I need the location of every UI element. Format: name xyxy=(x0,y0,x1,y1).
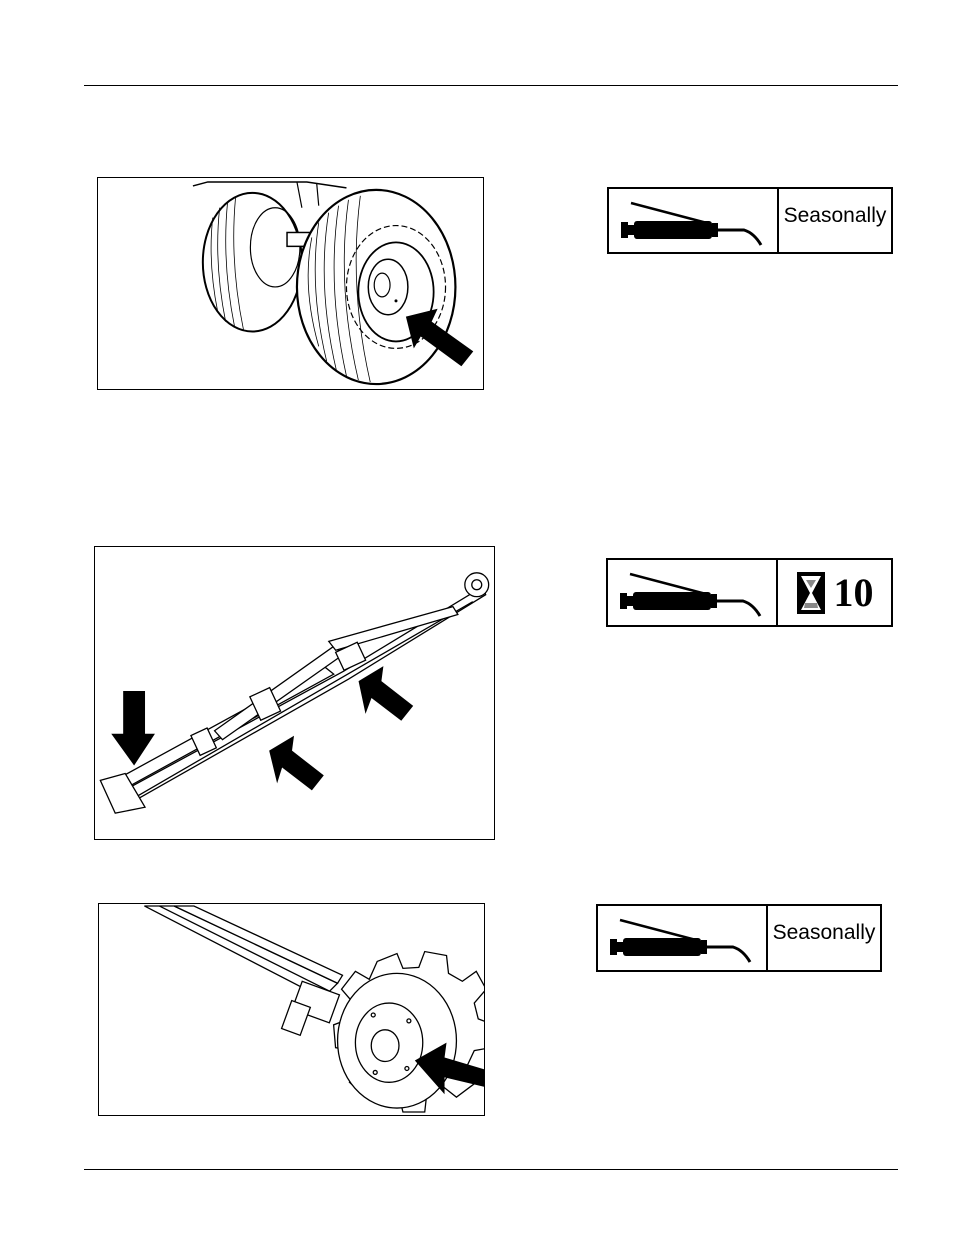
lube-interval-box-3: Seasonally xyxy=(596,904,882,972)
interval-label: Seasonally xyxy=(779,189,891,252)
lube-interval-box-1: Seasonally xyxy=(607,187,893,254)
header-rule xyxy=(84,85,898,86)
figure-frame-pivots xyxy=(94,546,495,840)
interval-hours: 10 xyxy=(834,569,874,616)
packer-wheel-illustration xyxy=(99,904,484,1115)
hourglass-icon xyxy=(796,571,826,615)
figure-packer-wheel-hub xyxy=(98,903,485,1116)
grease-gun-icon xyxy=(609,189,779,252)
grease-gun-icon xyxy=(598,906,768,970)
figure-wheel-hub xyxy=(97,177,484,390)
grease-gun-icon xyxy=(608,560,778,625)
frame-pivots-illustration xyxy=(95,547,494,839)
wheel-hub-illustration xyxy=(98,178,483,389)
interval-label: Seasonally xyxy=(768,906,880,970)
footer-rule xyxy=(84,1169,898,1170)
lube-interval-box-2: 10 xyxy=(606,558,893,627)
